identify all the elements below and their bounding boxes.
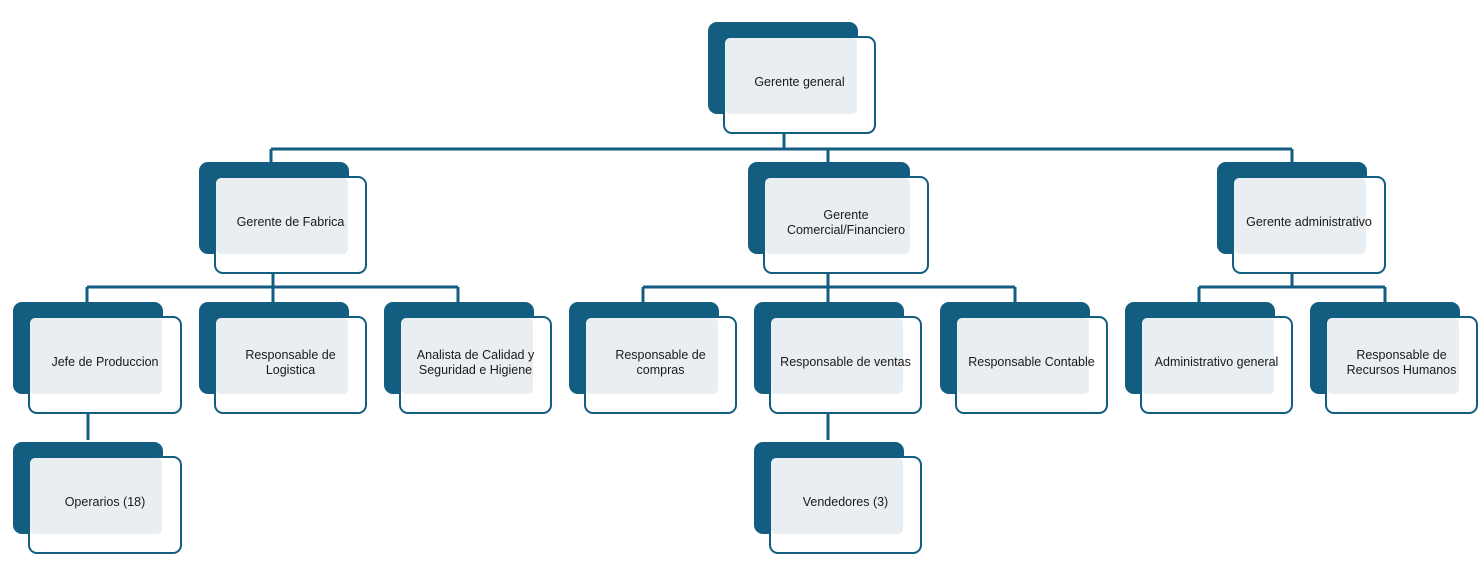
- node-label: Jefe de Produccion: [51, 355, 159, 369]
- node-analista-calidad[interactable]: Analista de Calidad y Seguridad e Higien…: [384, 302, 552, 414]
- node-label: Gerente general: [754, 75, 845, 89]
- node-responsable-rrhh[interactable]: Responsable de Recursos Humanos: [1310, 302, 1478, 414]
- node-label: Responsable de Logistica: [245, 347, 336, 377]
- node-gerente-administrativo[interactable]: Gerente administrativo: [1217, 162, 1386, 274]
- node-responsable-ventas[interactable]: Responsable de ventas: [754, 302, 922, 414]
- node-label: Gerente de Fabrica: [236, 215, 345, 229]
- node-jefe-produccion[interactable]: Jefe de Produccion: [13, 302, 182, 414]
- node-gerente-fabrica[interactable]: Gerente de Fabrica: [199, 162, 367, 274]
- node-responsable-compras[interactable]: Responsable de compras: [569, 302, 737, 414]
- node-label: Responsable de compras: [615, 347, 706, 377]
- node-label: Operarios (18): [64, 495, 146, 509]
- node-label: Analista de Calidad y Seguridad e Higien…: [416, 347, 535, 377]
- node-label: Vendedores (3): [802, 495, 889, 509]
- node-administrativo-general[interactable]: Administrativo general: [1125, 302, 1293, 414]
- node-label: Gerente administrativo: [1246, 215, 1372, 229]
- node-label: Administrativo general: [1154, 355, 1279, 369]
- node-gerente-general[interactable]: Gerente general: [708, 22, 876, 134]
- node-label: Responsable Contable: [968, 355, 1095, 369]
- node-operarios[interactable]: Operarios (18): [13, 442, 182, 554]
- node-vendedores[interactable]: Vendedores (3): [754, 442, 922, 554]
- node-label: Responsable de Recursos Humanos: [1346, 347, 1457, 377]
- node-responsable-logistica[interactable]: Responsable de Logistica: [199, 302, 367, 414]
- node-label: Responsable de ventas: [780, 355, 911, 369]
- node-gerente-comercial[interactable]: Gerente Comercial/Financiero: [748, 162, 929, 274]
- node-responsable-contable[interactable]: Responsable Contable: [940, 302, 1108, 414]
- node-label: Gerente Comercial/Financiero: [786, 207, 906, 237]
